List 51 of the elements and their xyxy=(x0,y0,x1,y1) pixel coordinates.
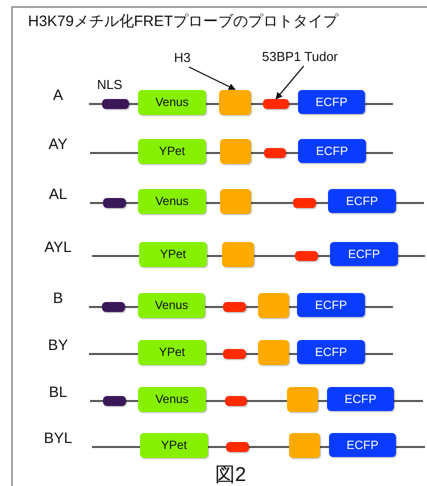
component-label: NLS xyxy=(97,77,122,92)
row-label: A xyxy=(52,87,64,104)
callout-label: 53BP1 Tudor xyxy=(262,49,338,64)
tudor-box xyxy=(225,396,247,406)
fluorescent-protein-box: YPet xyxy=(138,340,206,364)
callout-label: H3 xyxy=(174,50,191,65)
row-label: AL xyxy=(48,186,68,203)
row-label: BL xyxy=(48,384,68,401)
fluorescent-protein-box: ECFP xyxy=(298,139,366,163)
fluorescent-protein-box: ECFP xyxy=(298,90,365,114)
h3-box xyxy=(220,188,251,214)
tudor-box xyxy=(263,99,289,109)
fluorescent-protein-box: ECFP xyxy=(297,293,365,317)
fluorescent-protein-box: ECFP xyxy=(297,340,365,364)
fluorescent-protein-box: YPet xyxy=(139,242,207,266)
fluorescent-protein-box: ECFP xyxy=(328,189,396,213)
h3-box xyxy=(219,90,251,114)
row-label: BYL xyxy=(42,430,74,447)
fluorescent-protein-box: Venus xyxy=(138,386,206,412)
h3-box xyxy=(258,292,289,318)
h3-box xyxy=(287,386,318,412)
row-label: AY xyxy=(48,136,68,153)
leader-arrow xyxy=(276,66,304,100)
leader-arrow xyxy=(188,66,236,90)
nls-box xyxy=(102,99,129,109)
tudor-box xyxy=(223,302,246,312)
row-label: BY xyxy=(46,337,69,354)
nls-box xyxy=(103,396,126,406)
tudor-box xyxy=(223,349,246,359)
h3-box xyxy=(258,340,289,364)
diagram-title: H3K79メチル化FRETプローブのプロトタイプ xyxy=(28,12,338,31)
tudor-box xyxy=(226,442,249,452)
h3-box xyxy=(222,242,254,266)
tudor-box xyxy=(293,198,316,208)
fluorescent-protein-box: YPet xyxy=(140,432,208,458)
fluorescent-protein-box: ECFP xyxy=(329,433,396,457)
fluorescent-protein-box: ECFP xyxy=(327,387,394,411)
fluorescent-protein-box: YPet xyxy=(138,138,206,164)
h3-box xyxy=(220,138,251,164)
nls-box xyxy=(103,198,126,208)
row-label: AYL xyxy=(43,239,73,256)
h3-box xyxy=(289,432,320,458)
fluorescent-protein-box: Venus xyxy=(138,292,205,318)
tudor-box xyxy=(295,251,318,261)
fluorescent-protein-box: Venus xyxy=(138,90,206,114)
nls-box xyxy=(102,302,125,312)
fluorescent-protein-box: ECFP xyxy=(330,242,398,266)
tudor-box xyxy=(264,148,286,158)
fluorescent-protein-box: Venus xyxy=(138,188,206,214)
row-label: B xyxy=(52,290,64,307)
figure-caption: 図2 xyxy=(215,463,246,486)
